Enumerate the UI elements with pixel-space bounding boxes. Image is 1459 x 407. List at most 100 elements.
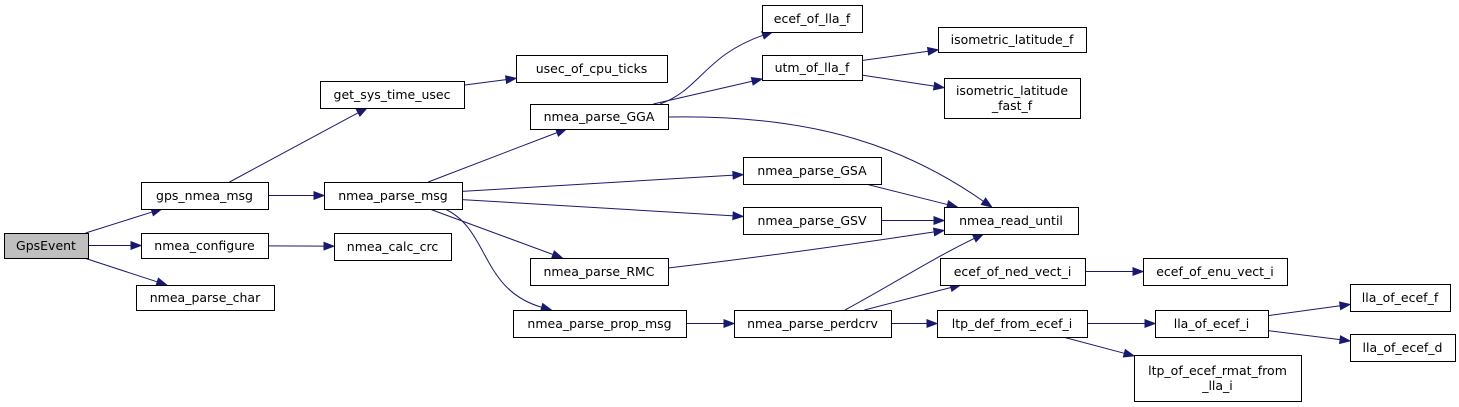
node-box — [937, 310, 1088, 338]
arrowhead — [540, 302, 553, 312]
node-label: gps_nmea_msg — [156, 188, 253, 203]
node-box — [743, 207, 882, 235]
node-label: lla_of_ecef_d — [1363, 340, 1443, 355]
edge-nmea_configure-to-nmea_calc_crc — [267, 241, 336, 251]
node-label: ecef_of_lla_f — [774, 11, 851, 26]
node-box — [762, 55, 863, 81]
arrowhead — [932, 81, 946, 91]
edge-nmea_parse_msg-to-nmea_parse_GSA — [461, 170, 745, 192]
node-box — [320, 81, 465, 109]
node-nmea-parse-msg[interactable]: nmea_parse_msg — [324, 182, 463, 210]
arrowhead — [926, 46, 940, 56]
node-label: usec_of_cpu_ticks — [536, 61, 648, 76]
node-label: nmea_parse_msg — [338, 188, 448, 203]
node-label: GpsEvent — [16, 238, 76, 253]
node-box — [940, 258, 1086, 286]
node-get-sys-time-usec[interactable]: get_sys_time_usec — [320, 81, 465, 109]
arrowhead — [155, 277, 169, 287]
arrowhead — [732, 211, 745, 221]
node-lla-of-ecef-i[interactable]: lla_of_ecef_i — [1155, 310, 1269, 338]
edge-nmea_parse_msg-to-nmea_parse_GGA — [428, 128, 568, 183]
node-label: nmea_configure — [154, 238, 255, 253]
node-label: nmea_parse_RMC — [543, 264, 654, 279]
node-utm-of-lla-f[interactable]: utm_of_lla_f — [762, 55, 863, 81]
edge-utm_of_lla_f-to-isometric_latitude_f — [861, 46, 940, 61]
node-box — [944, 207, 1079, 235]
node-box — [516, 55, 668, 83]
node-nmea-parse-perdcrv[interactable]: nmea_parse_perdcrv — [734, 310, 892, 338]
node-box — [530, 104, 669, 130]
node-nmea-parse-prop-msg[interactable]: nmea_parse_prop_msg — [513, 310, 687, 338]
node-label: lla_of_ecef_i — [1174, 316, 1250, 331]
node-box — [938, 27, 1087, 53]
edge-GpsEvent-to-gps_nmea_msg — [85, 207, 164, 234]
node-ltp-def-from-ecef-i[interactable]: ltp_def_from_ecef_i — [937, 310, 1088, 338]
node-nmea-parse-RMC[interactable]: nmea_parse_RMC — [530, 258, 669, 286]
node-label: ltp_def_from_ecef_i — [952, 316, 1073, 331]
node-box — [324, 182, 463, 210]
node-ecef-of-enu-vect-i[interactable]: ecef_of_enu_vect_i — [1143, 258, 1288, 286]
node-box — [743, 157, 882, 185]
arrowhead — [505, 75, 518, 85]
node-gps-nmea-msg[interactable]: gps_nmea_msg — [141, 182, 269, 210]
edge-utm_of_lla_f-to-isometric_latitude_fast_f — [861, 74, 946, 91]
node-label: ecef_of_enu_vect_i — [1156, 264, 1274, 279]
node-nmea-parse-char[interactable]: nmea_parse_char — [136, 285, 275, 311]
nodes-layer: GpsEvent gps_nmea_msg nmea_configure nmea_p… — [4, 5, 1456, 402]
arrowhead — [926, 318, 939, 329]
node-ltp-of-ecef-rmat-from-lla-i[interactable]: ltp_of_ecef_rmat_from_lla_i — [1134, 355, 1302, 402]
edge-get_sys_time_usec-to-usec_of_cpu_ticks — [463, 75, 518, 86]
edge-nmea_parse_prop_msg-to-nmea_parse_perdcrv — [686, 318, 736, 329]
node-label: nmea_parse_prop_msg — [527, 316, 671, 331]
node-usec-of-cpu-ticks[interactable]: usec_of_cpu_ticks — [516, 55, 668, 83]
node-label: _fast_f — [991, 98, 1033, 113]
arrowhead — [971, 233, 985, 243]
arrowhead — [1338, 301, 1352, 311]
node-box — [141, 233, 269, 259]
node-nmea-calc-crc[interactable]: nmea_calc_crc — [334, 233, 452, 261]
edge-nmea_parse_perdcrv-to-ltp_def_from_ecef_i — [891, 318, 939, 329]
node-box — [513, 310, 687, 338]
arrowhead — [1144, 318, 1157, 329]
arrowhead — [932, 227, 946, 237]
node-label: lla_of_ecef_f — [1362, 290, 1439, 305]
edge-nmea_parse_RMC-to-nmea_read_until — [667, 227, 946, 269]
edge-nmea_parse_GGA-to-utm_of_lla_f — [653, 76, 764, 105]
node-label: nmea_parse_perdcrv — [747, 316, 878, 331]
edge-nmea_parse_GGA-to-ecef_of_lla_f — [659, 31, 774, 105]
node-label: ecef_of_ned_vect_i — [954, 264, 1072, 279]
node-box — [1143, 258, 1288, 286]
node-ecef-of-lla-f[interactable]: ecef_of_lla_f — [762, 5, 863, 33]
node-lla-of-ecef-f[interactable]: lla_of_ecef_f — [1350, 284, 1451, 312]
node-nmea-parse-GSV[interactable]: nmea_parse_GSV — [743, 207, 882, 235]
node-label: nmea_calc_crc — [347, 239, 439, 254]
node-isometric-latitude-fast-f[interactable]: isometric_latitude_fast_f — [944, 78, 1081, 119]
node-box — [1134, 355, 1302, 402]
arrowhead — [323, 241, 336, 251]
arrowhead — [980, 197, 993, 208]
node-label: nmea_parse_GGA — [544, 109, 655, 124]
edge-nmea_parse_GSV-to-nmea_read_until — [881, 215, 946, 226]
node-nmea-configure[interactable]: nmea_configure — [141, 233, 269, 259]
node-box — [944, 78, 1081, 119]
arrowhead — [313, 190, 326, 201]
node-nmea-read-until[interactable]: nmea_read_until — [944, 207, 1079, 235]
node-label: isometric_latitude — [956, 83, 1068, 98]
node-box — [1155, 310, 1269, 338]
node-box — [1350, 334, 1456, 362]
node-ecef-of-ned-vect-i[interactable]: ecef_of_ned_vect_i — [940, 258, 1086, 286]
node-box — [762, 5, 863, 33]
node-nmea-parse-GSA[interactable]: nmea_parse_GSA — [743, 157, 882, 185]
node-isometric-latitude-f[interactable]: isometric_latitude_f — [938, 27, 1087, 53]
edge-lla_of_ecef_i-to-lla_of_ecef_f — [1267, 301, 1352, 317]
node-lla-of-ecef-d[interactable]: lla_of_ecef_d — [1350, 334, 1456, 362]
node-nmea-parse-GGA[interactable]: nmea_parse_GGA — [530, 104, 669, 130]
edge-nmea_parse_perdcrv-to-nmea_read_until — [844, 233, 985, 311]
arrowhead — [1122, 348, 1136, 358]
node-GpsEvent[interactable]: GpsEvent — [4, 233, 89, 259]
arrowhead — [550, 250, 564, 259]
edge-gps_nmea_msg-to-nmea_parse_msg — [268, 190, 326, 201]
edge-ecef_of_ned_vect_i-to-ecef_of_enu_vect_i — [1085, 266, 1145, 277]
edges-layer — [84, 31, 1352, 358]
node-box — [1350, 284, 1451, 312]
